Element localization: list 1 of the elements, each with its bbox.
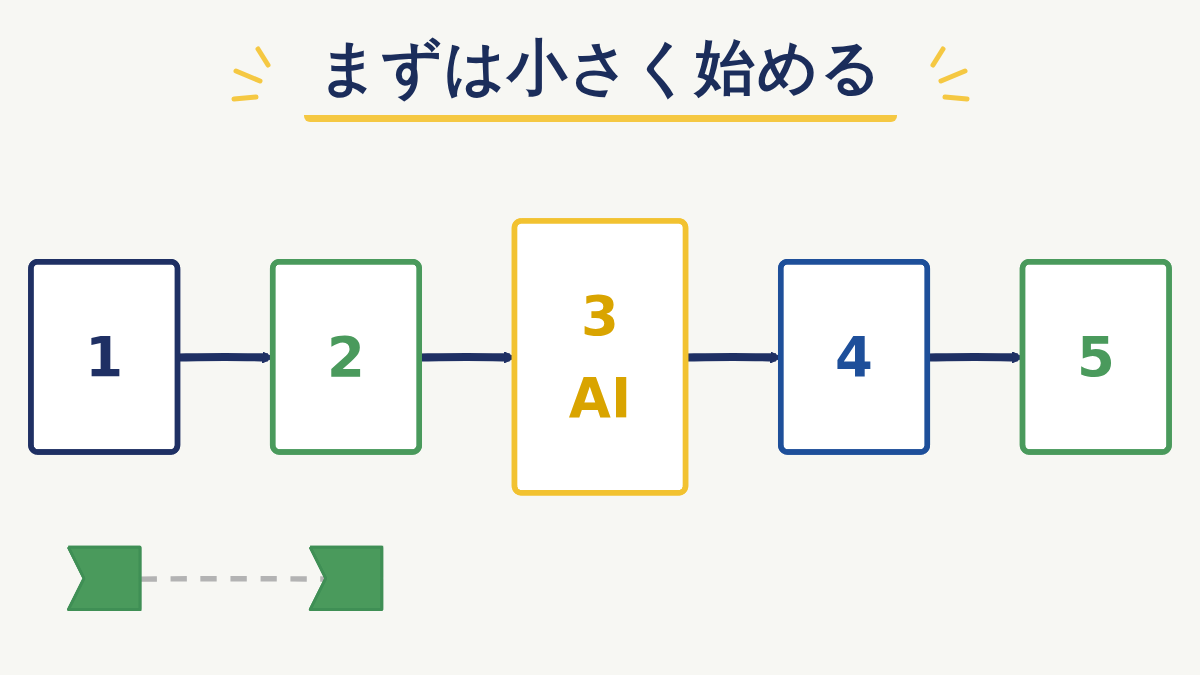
title: まずは小さく始める	[303, 28, 897, 122]
